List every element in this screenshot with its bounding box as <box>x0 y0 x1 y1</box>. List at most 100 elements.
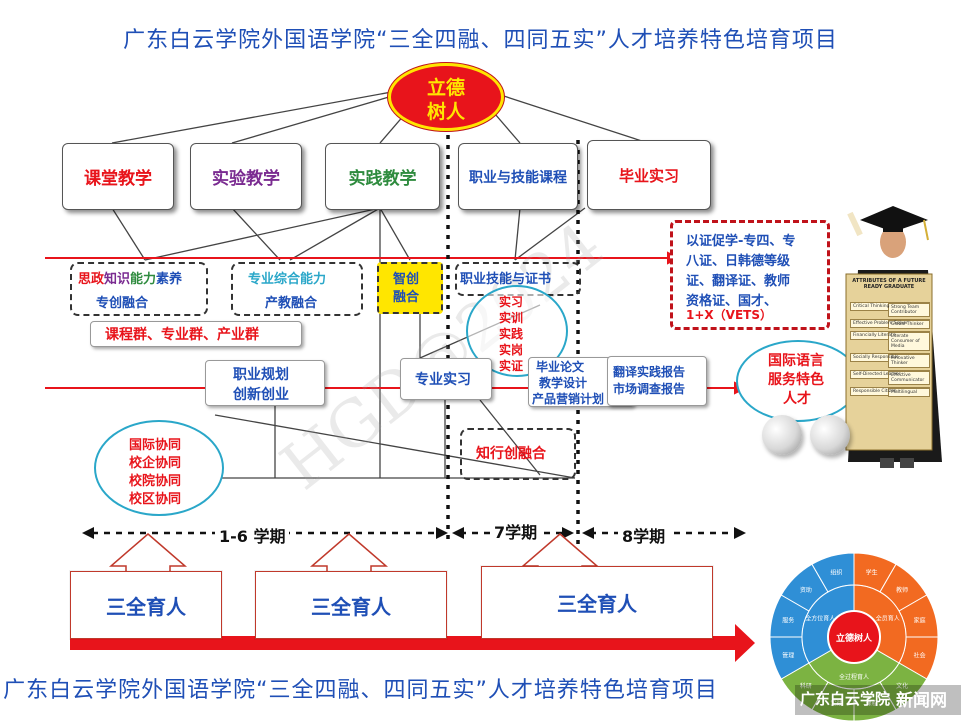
sanquan-box-1: 三全育人 <box>70 571 222 639</box>
poster-item: Literate Consumer of Media <box>888 332 930 351</box>
poster-item: Strong Team Contributor <box>888 303 930 317</box>
box-label: 实验教学 <box>212 169 280 189</box>
collab-item: 校企协同 <box>129 456 182 471</box>
graduation-line3: 产品营销计划 <box>532 392 605 406</box>
career-line1: 职业规划 <box>233 367 289 383</box>
cert-line: 资格证、国才、 <box>686 294 778 309</box>
fusion-1-line: 思政知识能力素养 <box>78 268 182 287</box>
poster-item: Global Thinker <box>888 320 930 329</box>
collab-item: 国际协同 <box>129 438 182 453</box>
fusion-2-sub: 产教融合 <box>265 296 318 311</box>
root-line2: 树人 <box>426 101 465 123</box>
root-line1: 立德 <box>426 77 465 99</box>
wheel-outer-label: 学生 <box>866 568 878 576</box>
cert-line: 以证促学-专四、专 <box>686 234 796 249</box>
wheel-outer-label: 管理 <box>782 652 794 660</box>
box-label: 课堂教学 <box>84 169 152 189</box>
certificates-box <box>670 220 830 330</box>
graduation-line2: 教学设计 <box>539 376 588 390</box>
fusion-1-part2: 知识 <box>104 272 131 287</box>
reports-line2: 市场调查报告 <box>613 382 686 396</box>
sanquan-box-2: 三全育人 <box>255 571 447 639</box>
box-vocational-courses: 职业与技能课程 <box>458 143 578 210</box>
career-line2: 创新创业 <box>233 387 289 403</box>
wheel-center <box>827 610 881 664</box>
wheel-outer-label: 服务 <box>782 616 794 624</box>
practice-item: 实践 <box>499 327 524 341</box>
period-1-6: 1-6 学期 <box>215 523 290 547</box>
wheel-outer-label: 家庭 <box>914 616 926 624</box>
sanquan-label: 三全育人 <box>311 594 391 619</box>
cert-line: 八证、日韩德等级 <box>686 254 791 269</box>
sanquan-label: 三全育人 <box>106 594 186 619</box>
talent-line3: 人才 <box>783 391 811 407</box>
logo-text-1: 广东白云学院 <box>800 690 891 708</box>
cert-line: 1+X（VETS） <box>686 308 772 322</box>
practice-item: 实习 <box>499 295 524 309</box>
box-label: 职业与技能课程 <box>469 169 567 186</box>
poster-item: Effective Communicator <box>888 371 930 385</box>
period-8: 8学期 <box>618 523 670 547</box>
box-practice-teaching: 实践教学 <box>325 143 440 210</box>
cert-line: 证、翻译证、教师 <box>686 274 791 289</box>
practice-item: 实训 <box>499 311 524 325</box>
fusion-1-sub: 专创融合 <box>96 296 149 311</box>
fusion-box-3 <box>377 262 443 314</box>
internship-box <box>400 358 492 400</box>
wheel-outer-label: 资助 <box>800 586 812 594</box>
box-label: 毕业实习 <box>618 166 679 185</box>
graduation-line1: 毕业论文 <box>536 360 585 374</box>
fusion-3-line1: 智创 <box>393 272 420 287</box>
fusion-1-part4: 素养 <box>156 272 183 287</box>
fusion-1-part3: 能力 <box>130 272 157 287</box>
fusion-4-line: 职业技能与证书 <box>460 272 552 287</box>
sanquan-box-3: 三全育人 <box>481 566 713 639</box>
wheel-outer-label: 科研 <box>800 682 812 690</box>
talent-line1: 国际语言 <box>768 353 824 369</box>
practice-item: 实证 <box>499 359 524 373</box>
poster-item: Multilingual <box>888 388 930 397</box>
wheel-outer-label: 课程 <box>866 700 878 708</box>
box-classroom-teaching: 课堂教学 <box>62 143 174 210</box>
globe-icon <box>810 415 850 455</box>
wheel-outer-label: 社会 <box>914 652 926 660</box>
wheel-outer-label: 文化 <box>896 682 908 690</box>
box-label: 实践教学 <box>348 169 417 189</box>
talent-line2: 服务特色 <box>768 372 824 388</box>
root-node: 立德 树人 <box>388 63 504 131</box>
wheel-inner-label: 全员育人 <box>876 615 900 623</box>
fusion-box-1 <box>70 262 208 316</box>
talent-ellipse <box>736 340 860 422</box>
curriculum-bar <box>90 321 302 347</box>
reports-box <box>607 356 707 406</box>
logo-text-2: 新闻网 <box>896 691 947 711</box>
box-graduation-internship: 毕业实习 <box>587 140 711 210</box>
collaboration-ellipse <box>94 420 224 516</box>
reports-line1: 翻译实践报告 <box>613 365 686 379</box>
poster-item: Innovative Thinker <box>888 354 930 368</box>
collab-item: 校区协同 <box>129 492 182 507</box>
wheel-outer-label: 实践 <box>830 700 842 708</box>
box-lab-teaching: 实验教学 <box>190 143 302 210</box>
fusion-box-2 <box>231 262 363 316</box>
wheel-inner-label: 全方位育人 <box>805 615 835 623</box>
wheel-center-label: 立德树人 <box>836 632 873 644</box>
footer-title: 广东白云学院外国语学院“三全四融、四同五实”人才培养特色培育项目 <box>3 678 718 703</box>
practice-item: 实岗 <box>499 343 524 357</box>
collab-item: 校院协同 <box>129 474 182 489</box>
wheel-inner-label: 全过程育人 <box>839 673 869 681</box>
sanquan-label: 三全育人 <box>557 592 637 616</box>
globe-icon <box>762 415 802 455</box>
wheel-outer-label: 教师 <box>896 586 908 594</box>
period-7: 7学期 <box>490 519 542 543</box>
knowledge-box <box>460 428 576 480</box>
poster-heading: ATTRIBUTES OF A FUTURE READY GRADUATE <box>852 278 926 290</box>
fusion-1-part1: 思政 <box>78 272 105 287</box>
fusion-3-line2: 融合 <box>393 290 420 305</box>
page-title: 广东白云学院外国语学院“三全四融、四同五实”人才培养特色培育项目 <box>123 28 838 53</box>
knowledge-text: 知行创融合 <box>476 446 546 462</box>
curriculum-text: 课程群、专业群、产业群 <box>105 327 259 343</box>
